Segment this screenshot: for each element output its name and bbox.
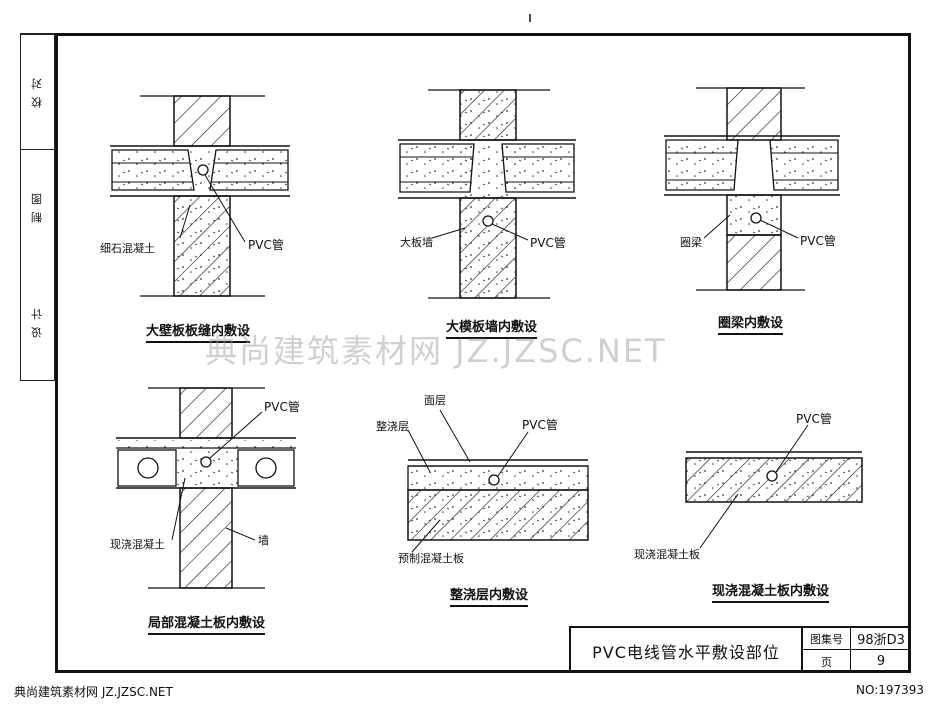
signature-sidebar: 设 计 制 图 校 对 bbox=[20, 33, 55, 381]
label-pvc-6: PVC管 bbox=[796, 412, 832, 426]
title-block: PVC电线管水平敷设部位 图集号 98浙D3 页 9 bbox=[569, 626, 911, 673]
label-pvc-4: PVC管 bbox=[264, 400, 300, 414]
diagram-local-slab bbox=[116, 387, 296, 589]
caption-topping: 整浇层内敷设 bbox=[450, 584, 529, 607]
caption-wallpanel: 大壁板板缝内敷设 bbox=[146, 320, 251, 343]
atlas-number-value: 98浙D3 bbox=[851, 628, 911, 650]
caption-ring-beam: 圈梁内敷设 bbox=[718, 312, 784, 335]
drawing-title: PVC电线管水平敷设部位 bbox=[571, 628, 803, 673]
diagram-cast-slab bbox=[685, 424, 863, 549]
label-cast-concrete: 现浇混凝土 bbox=[110, 538, 165, 551]
label-pvc-5: PVC管 bbox=[522, 418, 558, 432]
page-label: 页 bbox=[803, 650, 851, 673]
label-ring-beam: 圈梁 bbox=[680, 236, 702, 249]
diagram-ring-beam bbox=[664, 87, 840, 291]
diagram-topping-layer bbox=[407, 409, 589, 553]
page-number: 9 bbox=[876, 654, 886, 669]
atlas-number-label: 图集号 bbox=[803, 628, 851, 650]
label-panel-wall: 大板墙 bbox=[400, 236, 433, 249]
label-cast-slab: 现浇混凝土板 bbox=[634, 548, 700, 561]
sidebar-cell-drafting: 制 图 bbox=[21, 149, 54, 265]
watermark: 典尚建筑素材网 JZ.JZSC.NET bbox=[205, 332, 667, 370]
diagram-formwork-wall bbox=[398, 89, 576, 299]
label-topping-layer: 整浇层 bbox=[376, 420, 409, 433]
footer-number: NO:197393 bbox=[856, 683, 925, 697]
label-surface-layer: 面层 bbox=[424, 394, 446, 407]
label-pvc-3: PVC管 bbox=[800, 234, 836, 248]
label-wall: 墙 bbox=[258, 534, 269, 547]
label-pvc-2: PVC管 bbox=[530, 236, 566, 250]
sidebar-cell-design: 设 计 bbox=[30, 306, 44, 338]
label-fine-concrete: 细石混凝土 bbox=[100, 242, 155, 255]
drawing-frame bbox=[55, 33, 911, 673]
footer-site: 典尚建筑素材网 JZ.JZSC.NET bbox=[14, 685, 173, 699]
label-pvc-1: PVC管 bbox=[248, 238, 284, 252]
caption-formwork: 大模板墙内敷设 bbox=[446, 316, 538, 339]
caption-local-slab: 局部混凝土板内敷设 bbox=[148, 612, 266, 635]
caption-cast-slab: 现浇混凝土板内敷设 bbox=[712, 580, 830, 603]
sidebar-cell-check: 校 对 bbox=[21, 34, 54, 150]
label-precast-slab: 预制混凝土板 bbox=[398, 552, 464, 565]
diagram-wallpanel-joint bbox=[110, 95, 290, 297]
